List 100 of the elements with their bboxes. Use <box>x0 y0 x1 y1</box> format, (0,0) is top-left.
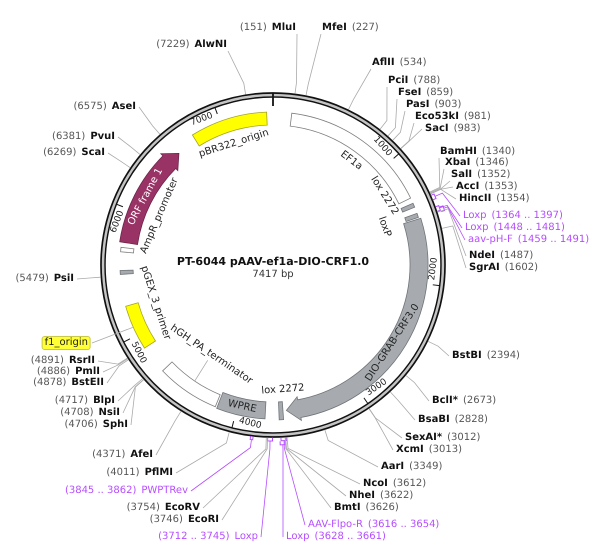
leader-line <box>392 110 406 141</box>
leader-line <box>306 34 322 96</box>
enzyme-name: SphI <box>102 419 128 431</box>
cut-site-position: (3622) <box>380 490 414 502</box>
cut-site-position: (4717) <box>54 395 88 407</box>
plasmid-name: PT-6044 pAAV-ef1a-DIO-CRF1.0 <box>176 255 370 268</box>
leader-line <box>388 98 398 136</box>
cut-site-position: (1340) <box>482 146 516 157</box>
enzyme-name: ScaI <box>81 147 105 159</box>
leader-line <box>368 408 394 450</box>
enzyme-name: EcoRI <box>188 514 219 526</box>
primer-name: PWPTRev <box>141 485 188 497</box>
enzyme-name: BstBI <box>452 350 482 362</box>
leader-line <box>222 437 268 520</box>
cut-site-position: (6381) <box>52 131 86 143</box>
primer-range: (3616 .. 3654) <box>368 519 440 531</box>
enzyme-name: AseI <box>112 101 136 113</box>
leader-line <box>442 226 466 268</box>
cut-site-position: (983) <box>454 123 480 135</box>
leader-line <box>130 379 144 426</box>
tick-label: 4000 <box>237 417 262 432</box>
enzyme-name: FseI <box>398 87 422 99</box>
leader-line <box>286 436 360 484</box>
leader-line <box>348 68 372 110</box>
leader-line <box>190 440 252 492</box>
primer-name: Loxp <box>234 531 258 543</box>
enzyme-name: HincII <box>459 193 492 205</box>
leader-line <box>282 444 284 538</box>
enzyme-name: NdeI <box>469 250 496 262</box>
primer-name: Loxp <box>286 531 310 543</box>
primer-range: (3845 .. 3862) <box>64 485 136 497</box>
tick-label: 6000 <box>109 210 126 234</box>
leader-line <box>440 204 462 228</box>
enzyme-name: BstEII <box>71 377 104 389</box>
enzyme-name: Eco53kI <box>415 111 459 123</box>
primer-name: Loxp <box>463 210 486 222</box>
cut-site-position: (1354) <box>496 193 530 205</box>
primer-name: AAV-Flpo-R <box>308 519 363 531</box>
enzyme-name: PmlI <box>75 366 100 378</box>
cut-site-position: (3349) <box>409 461 442 473</box>
enzyme-name: BsaBI <box>418 414 450 426</box>
cut-site-position: (6269) <box>43 147 76 159</box>
cut-site-position: (2673) <box>462 395 496 407</box>
leader-line <box>324 429 378 468</box>
leader-line <box>285 436 346 496</box>
cut-site-position: (3746) <box>150 514 183 526</box>
cut-site-position: (4878) <box>33 377 66 389</box>
cut-site-position: (3013) <box>428 444 462 456</box>
primer-range: (1364 .. 1397) <box>491 210 563 222</box>
leader-line <box>156 410 182 456</box>
cut-site-position: (3612) <box>392 478 426 490</box>
enzyme-name: XcmI <box>396 444 424 456</box>
enzyme-name: MfeI <box>322 22 347 34</box>
cut-site-position: (4891) <box>30 355 64 366</box>
primer-range: (1459 .. 1491) <box>518 234 590 246</box>
tick-label: 7000 <box>190 112 215 128</box>
leader-line <box>102 358 128 372</box>
enzyme-name: BclI* <box>432 395 458 407</box>
cut-site-position: (4371) <box>92 449 126 461</box>
sequence-length: 7417 bp <box>252 269 294 281</box>
feature-label: WPRE <box>226 399 258 416</box>
cut-site-position: (4706) <box>64 419 98 431</box>
enzyme-name: SgrAI <box>469 262 500 274</box>
enzyme-name: PasI <box>406 99 430 111</box>
leader-line <box>400 122 414 149</box>
leader-line <box>176 432 230 474</box>
leader-line <box>228 50 246 95</box>
cut-site-position: (6575) <box>74 101 107 113</box>
leader-line <box>430 188 456 200</box>
enzyme-name: AfeI <box>130 449 153 461</box>
cut-site-position: (5479) <box>15 273 49 285</box>
leader-line <box>435 192 460 216</box>
primer-range: (3628 .. 3661) <box>314 531 386 543</box>
primer-name: Loxp <box>465 222 488 234</box>
leader-line <box>380 86 388 130</box>
cut-site-position: (903) <box>434 99 462 111</box>
primer-name: aav-pH-F <box>468 234 513 246</box>
enzyme-name: PflMI <box>144 467 173 479</box>
leader-line <box>368 408 402 438</box>
enzyme-name: SalI <box>451 169 472 181</box>
cut-site-position: (1353) <box>484 181 518 193</box>
cut-site-position: (7229) <box>156 39 190 51</box>
enzyme-name: PciI <box>388 75 408 87</box>
enzyme-name: AarI <box>381 461 404 473</box>
enzyme-name: AflII <box>372 57 395 69</box>
leader-line <box>202 437 267 508</box>
enzyme-name: PsiI <box>54 273 74 285</box>
enzyme-name: SexAI* <box>405 432 442 444</box>
leader-line <box>429 158 440 192</box>
enzyme-name: RsrII <box>68 355 95 366</box>
feature-label: loxP <box>376 216 392 238</box>
enzyme-name: BamHI <box>440 146 477 157</box>
cut-site-position: (1602) <box>504 262 538 274</box>
primer-range: (3712 .. 3745) <box>158 531 230 543</box>
leader-line <box>260 441 270 538</box>
enzyme-name: EcoRV <box>164 502 200 514</box>
leader-line <box>294 34 298 94</box>
enzyme-name: XbaI <box>445 157 470 169</box>
leader-line <box>118 378 144 402</box>
cut-site-position: (4708) <box>60 407 94 419</box>
